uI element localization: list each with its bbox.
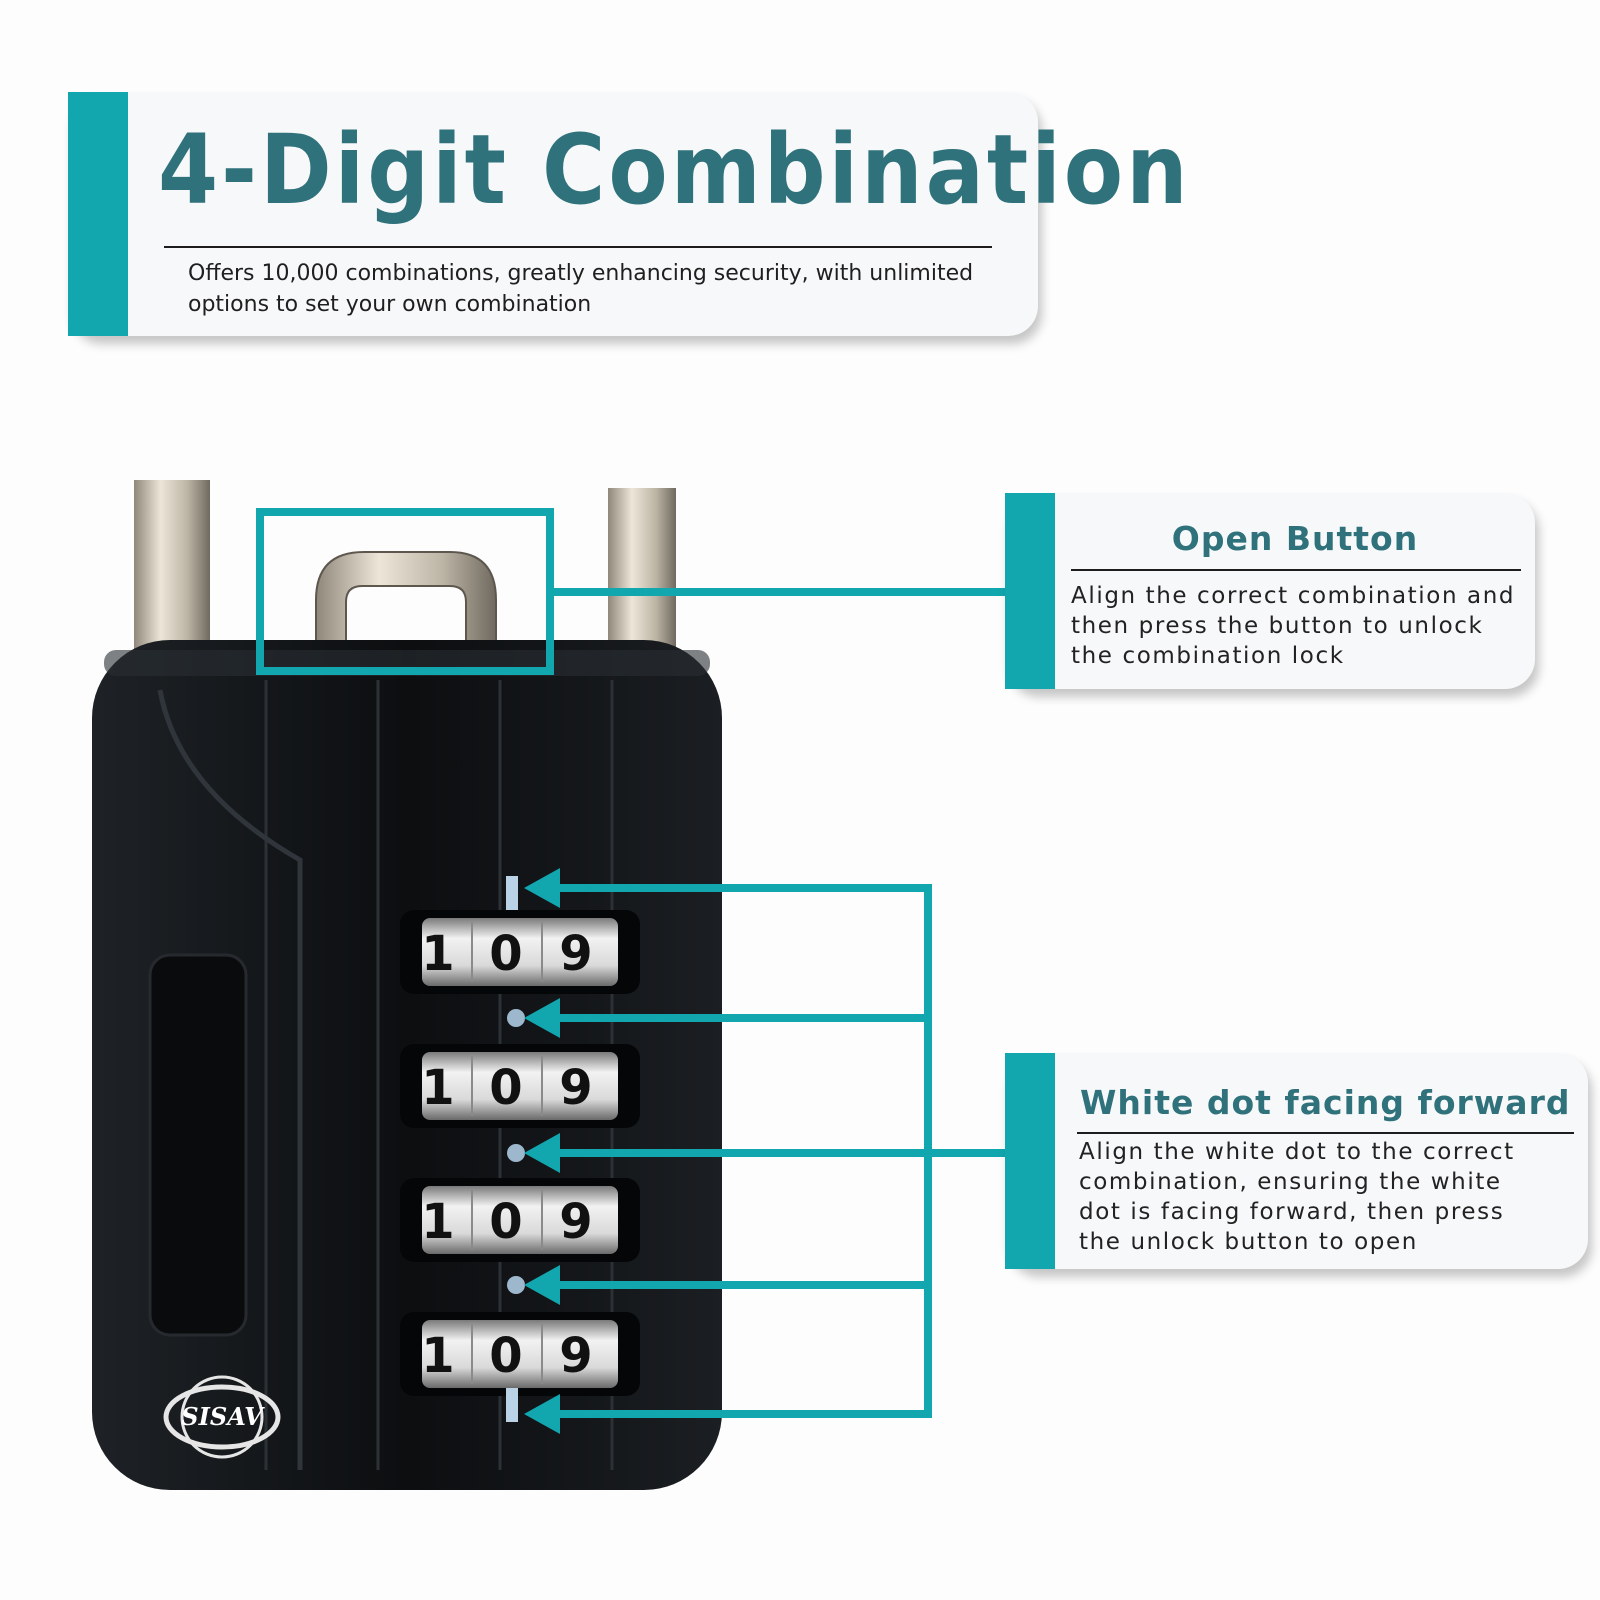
dial-digit: 9 <box>559 1060 592 1116</box>
arrowhead <box>524 998 560 1038</box>
title-divider <box>164 246 992 248</box>
bottom-indicator-line <box>506 1388 518 1422</box>
white-dot-callout-description: Align the white dot to the correct combi… <box>1079 1139 1515 1255</box>
open-button-callout-divider <box>1071 569 1521 571</box>
open-button-callout-description: Align the correct combination and then p… <box>1071 583 1516 669</box>
white-dot-callout: White dot facing forward Align the white… <box>1005 1053 1588 1269</box>
connector-lines <box>548 588 1005 1418</box>
dial-digit: 0 <box>489 1328 522 1384</box>
title-card: 4-Digit Combination Offers 10,000 combin… <box>68 92 1188 336</box>
arrowhead <box>524 868 560 908</box>
dial-digit: 1 <box>421 1328 454 1384</box>
dial-digit: 1 <box>421 926 454 982</box>
arrowheads <box>524 868 560 1434</box>
indicator-dot <box>507 1009 525 1027</box>
white-dot-callout-title: White dot facing forward <box>1080 1083 1571 1122</box>
brand-logo-text: SISAV <box>181 1402 265 1431</box>
indicator-dot <box>507 1276 525 1294</box>
brand-logo: SISAV <box>163 1375 281 1459</box>
dial-digit: 9 <box>559 1194 592 1250</box>
open-button-callout-accent-bar <box>1005 493 1055 689</box>
open-button-shackle <box>315 551 497 651</box>
white-dot-callout-accent-bar <box>1005 1053 1055 1269</box>
dial-digit: 1 <box>421 1194 454 1250</box>
dial-digit: 0 <box>489 1194 522 1250</box>
title-card-accent-bar <box>68 92 128 336</box>
dial-digit: 9 <box>559 926 592 982</box>
indicator-dot <box>507 1144 525 1162</box>
side-recess <box>148 953 248 1337</box>
dial-digit: 0 <box>489 1060 522 1116</box>
arrowhead <box>524 1265 560 1305</box>
title-description: Offers 10,000 combinations, greatly enha… <box>188 261 974 317</box>
dial-digit: 9 <box>559 1328 592 1384</box>
dial-digit: 0 <box>489 926 522 982</box>
arrowhead <box>524 1133 560 1173</box>
open-button-callout-title: Open Button <box>1171 519 1419 558</box>
white-dot-callout-divider <box>1077 1132 1574 1134</box>
dial-digit: 1 <box>421 1060 454 1116</box>
open-button-callout: Open Button Align the correct combinatio… <box>1005 493 1535 689</box>
top-indicator-line <box>506 876 518 910</box>
arrowhead <box>524 1394 560 1434</box>
